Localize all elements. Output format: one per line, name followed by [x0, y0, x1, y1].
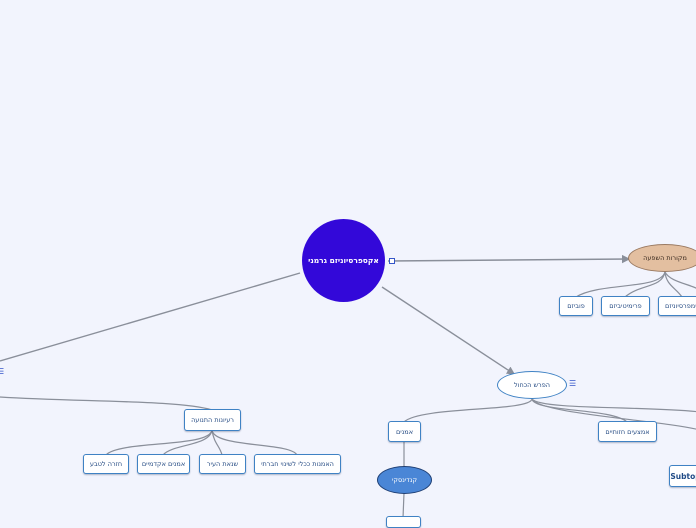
central-topic[interactable]: אקספרסיוניזם גרמני	[302, 219, 385, 302]
link-motifs-1	[105, 429, 213, 456]
link-center-left	[0, 272, 301, 362]
topic-influence[interactable]: מקורות השפעה	[628, 244, 696, 272]
link-center-influence	[387, 254, 631, 264]
subtopic-academic-artists[interactable]: אמנים אקדמיים	[137, 454, 190, 474]
subtopic-impressionism[interactable]: אימפרסיוניזם	[658, 296, 696, 316]
list-icon[interactable]: ☰	[569, 379, 577, 388]
link-influence-2	[624, 271, 666, 298]
link-painting-2	[531, 398, 628, 423]
topic-kandinsky[interactable]: קנדינסקי	[377, 466, 432, 494]
subtopic-kandinsky-child[interactable]	[386, 516, 421, 528]
subtopic-artists[interactable]: אמנים	[388, 421, 421, 442]
subtopic-generic[interactable]: Subtopic	[669, 465, 696, 487]
link-painting-1	[403, 398, 533, 423]
link-kandinsky-child	[402, 492, 405, 519]
subtopic-fauvism[interactable]: פוביזם	[559, 296, 593, 316]
link-influence-3	[664, 271, 683, 298]
subtopic-primitivism[interactable]: פרימיטיביזם	[601, 296, 650, 316]
link-motifs-2	[162, 429, 213, 456]
subtopic-movement-ideas[interactable]: רעיונות התנועה	[184, 409, 241, 431]
link-painting-3	[531, 398, 696, 413]
central-topic-label: אקספרסיוניזם גרמני	[308, 256, 379, 265]
subtopic-hatred-of-city[interactable]: שנאת העיר	[199, 454, 246, 474]
link-influence-1	[575, 271, 666, 298]
subtopic-return-to-nature[interactable]: חזרה לטבע	[83, 454, 129, 474]
subtopic-art-social-change[interactable]: האמנות ככלי לשינוי חברתי	[254, 454, 341, 474]
link-motifs-4	[211, 429, 298, 456]
list-icon-left[interactable]: ☰	[0, 367, 5, 376]
link-center-painting	[381, 286, 516, 375]
notes-icon[interactable]	[389, 258, 395, 264]
link-influence-4	[664, 271, 696, 289]
link-left-motifs	[0, 396, 213, 411]
topic-blue-rider[interactable]: הפרש הכחול	[497, 371, 567, 399]
link-painting-4	[531, 398, 696, 430]
subtopic-visual-means[interactable]: אמצעים חזותיים	[598, 421, 657, 442]
